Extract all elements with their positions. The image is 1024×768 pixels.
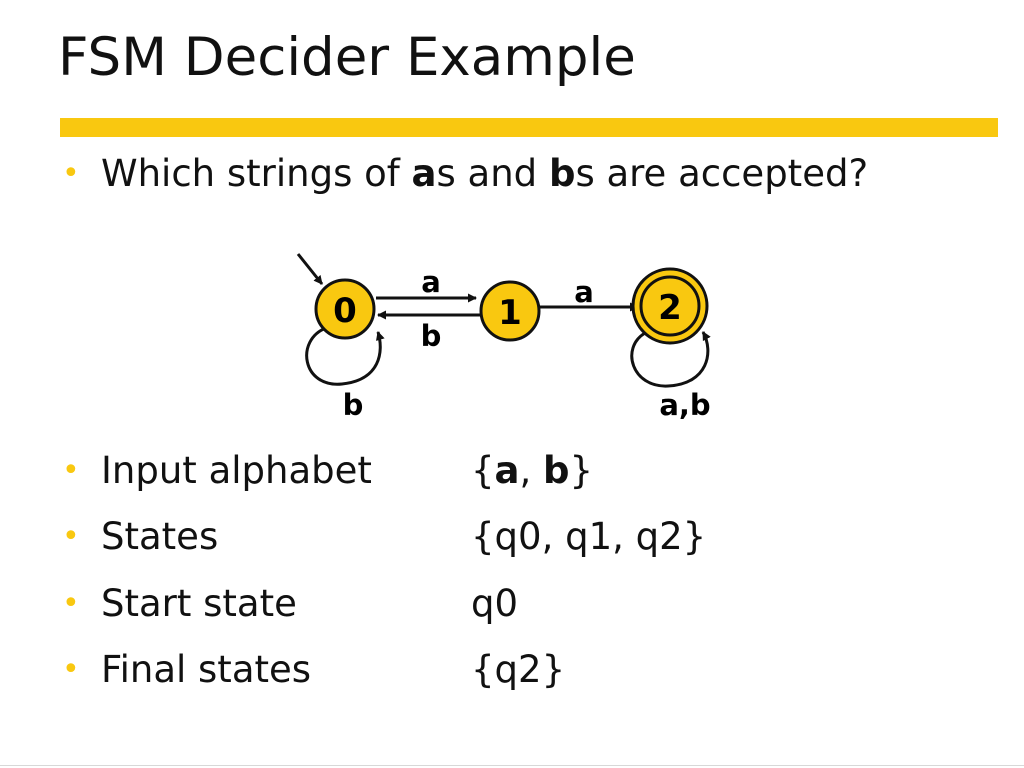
- state-0-circle: [314, 278, 376, 340]
- symbol-a: a: [411, 152, 437, 195]
- start-state-value: q0: [471, 582, 519, 625]
- fsm-state-diagram: 0 1 2 a b b a a,b: [296, 253, 711, 422]
- label-transition-0-1: a: [421, 265, 441, 299]
- state-2-inner-ring: [639, 275, 701, 337]
- state-0-label: 0: [333, 291, 357, 331]
- self-loop-0: [305, 326, 385, 386]
- start-state-label: Start state: [101, 582, 297, 625]
- state-0: 0: [314, 278, 376, 340]
- final-states-value: {q2}: [471, 648, 566, 691]
- bullet-dot-icon: •: [62, 156, 80, 191]
- state-1-circle: [479, 280, 541, 342]
- start-arrow: [296, 253, 324, 285]
- states-label: States: [101, 515, 219, 558]
- alphabet-value: {a, b}: [471, 449, 594, 492]
- state-1: 1: [479, 280, 541, 342]
- states-value: {q0, q1, q2}: [471, 515, 707, 558]
- bullet-dot-icon: •: [62, 519, 80, 554]
- title-underline-bar: [60, 118, 998, 137]
- label-self-loop-0: b: [343, 388, 364, 422]
- alphabet-symbol-b: b: [543, 449, 570, 492]
- state-2-label: 2: [658, 288, 682, 328]
- final-states-label: Final states: [101, 648, 312, 691]
- label-self-loop-2: a,b: [659, 388, 710, 422]
- question-text: Which strings of as and bs are accepted?: [101, 152, 869, 195]
- bullet-dot-icon: •: [62, 453, 80, 488]
- label-transition-1-0: b: [421, 319, 442, 353]
- slide-title: FSM Decider Example: [58, 27, 636, 88]
- symbol-b: b: [548, 152, 576, 195]
- alphabet-label: Input alphabet: [101, 449, 372, 492]
- state-1-label: 1: [498, 293, 522, 333]
- self-loop-2: [630, 331, 711, 388]
- state-2: 2: [631, 267, 709, 345]
- label-transition-1-2: a: [574, 275, 594, 309]
- bullet-dot-icon: •: [62, 652, 80, 687]
- alphabet-symbol-a: a: [494, 449, 520, 492]
- bullet-dot-icon: •: [62, 586, 80, 621]
- footer-divider: [0, 765, 1024, 766]
